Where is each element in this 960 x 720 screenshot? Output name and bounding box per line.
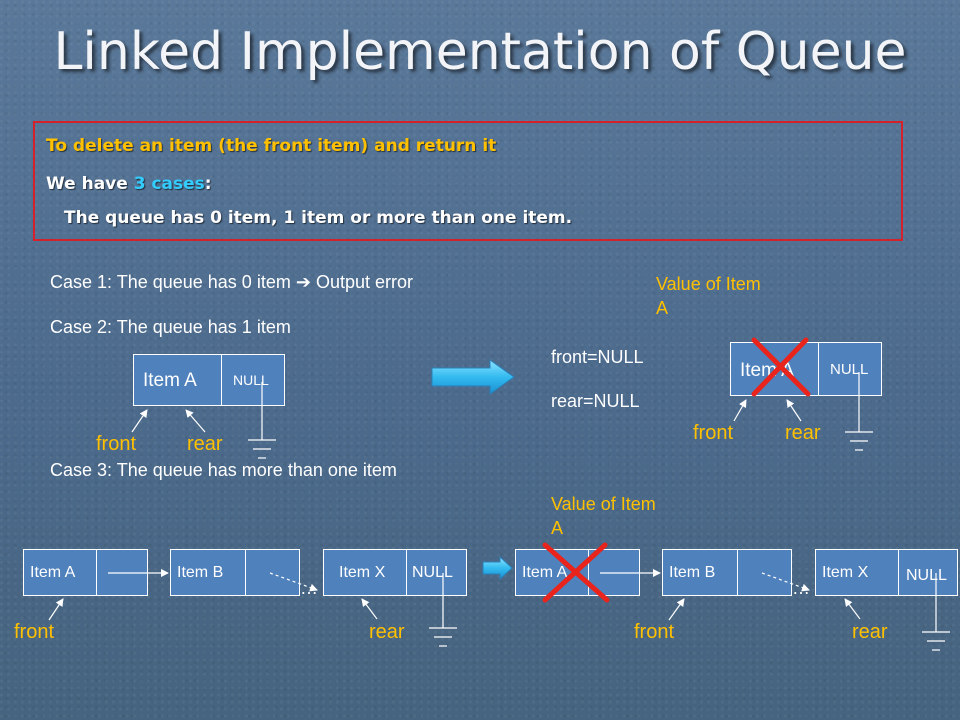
ground-icon-3 <box>429 627 457 647</box>
case2-right-front: front <box>693 422 734 444</box>
case3-node-x: Item X NULL <box>323 549 467 596</box>
case3-after-node-b-label: Item B <box>669 564 716 581</box>
case2-text: Case 2: The queue has 1 item <box>50 317 291 337</box>
case3-after-links <box>600 569 937 632</box>
case2-pointers <box>131 382 263 440</box>
case3-front-label: front <box>14 621 55 643</box>
case3-node-b-label: Item B <box>177 564 224 581</box>
case3-after-node-b: Item B <box>662 549 792 596</box>
box-line-2-suffix: : <box>204 174 212 194</box>
ground-icon-4 <box>922 631 950 651</box>
case3-after-node-x-label: Item X <box>822 564 869 581</box>
box-line-3: The queue has 0 item, 1 item or more tha… <box>64 208 573 228</box>
case3-value-of: Value of Item A <box>551 494 656 538</box>
case3-after-node-x: Item X NULL <box>815 549 958 596</box>
info-box <box>33 121 903 241</box>
case3-links <box>48 569 444 628</box>
case3-ellipsis-1: … <box>300 578 318 598</box>
case2-front-null: front=NULL <box>551 347 644 367</box>
slide-title: Linked Implementation of Queue <box>53 22 907 82</box>
case3-node-a-label: Item A <box>30 564 76 581</box>
box-line-2: We have 3 cases: <box>46 174 212 194</box>
arrow-right-icon: ➔ <box>295 272 311 292</box>
case2-right-rear: rear <box>785 422 821 444</box>
case3-after-node-x-null: NULL <box>906 567 947 584</box>
case2-right-pointers <box>733 372 860 432</box>
small-arrow-icon <box>482 555 513 581</box>
case2-value-of: Value of Item A <box>656 274 761 318</box>
case1-text: Case 1: The queue has 0 item ➔ Output er… <box>50 272 413 293</box>
case2-node-label: Item A <box>143 370 197 391</box>
box-line-1: To delete an item (the front item) and r… <box>46 136 497 156</box>
case3-rear-label: rear <box>369 621 405 643</box>
box-line-2-prefix: We have <box>46 174 134 194</box>
box-line-2-highlight: 3 cases <box>133 174 205 194</box>
case2-rear-null: rear=NULL <box>551 391 640 411</box>
ground-icon <box>248 439 276 459</box>
case2-node-null: NULL <box>233 372 269 388</box>
case2-rear-label: rear <box>187 433 223 455</box>
case3-after-node-a-label: Item A <box>522 564 568 581</box>
case3-after-rear-label: rear <box>852 621 888 643</box>
big-arrow-icon <box>431 359 515 395</box>
cross-icon <box>751 337 811 397</box>
cross-icon-2 <box>542 542 610 603</box>
case3-node-x-label: Item X <box>339 564 386 581</box>
case3-node-b: Item B <box>170 549 300 596</box>
ground-icon-2 <box>845 431 873 451</box>
case3-ellipsis-2: … <box>792 578 810 598</box>
case3-text: Case 3: The queue has more than one item <box>50 460 397 480</box>
case1-result: Output error <box>315 272 413 292</box>
case2-node: Item A NULL <box>133 354 285 406</box>
case3-after-front-label: front <box>634 621 675 643</box>
case1-label: Case 1: The queue has 0 item <box>50 272 291 292</box>
case2-front-label: front <box>96 433 137 455</box>
